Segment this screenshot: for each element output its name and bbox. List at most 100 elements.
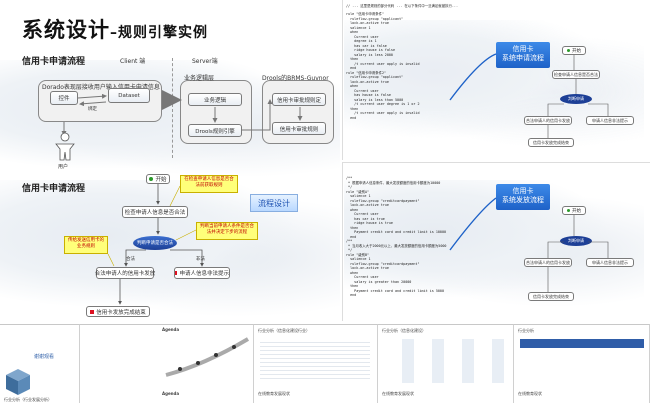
rt-illegal-node: 申请人信息非法提示: [586, 116, 634, 125]
rt-code-line: ridge house is false: [346, 48, 395, 52]
rt-code-line: salary is less than 5000: [346, 97, 404, 102]
rb-flow-arrows: [449, 197, 609, 292]
rb-code-line: salience 1: [346, 194, 371, 198]
thumbnail-4-title: 行业分析（信息化建设）: [382, 328, 426, 333]
rt-code-line: end: [346, 66, 357, 70]
rb-code-line: * 当月收入大于2000元以上，最大发放额度的信用卡额度为5000: [346, 243, 447, 248]
page-subtitle: –规则引擎实例: [110, 25, 208, 41]
rt-code-line: rule "信用卡申请条件": [346, 12, 385, 16]
flow-design-label: 流程设计: [250, 194, 298, 212]
rb-start-node: 开始: [562, 206, 586, 215]
rt-code-line: salary is less 2000: [346, 52, 393, 57]
rb-code-line: ruleflow-group "creditcardpayment": [346, 261, 420, 266]
rt-code-line: Current user: [346, 88, 379, 93]
rt-code-line: has car is false: [346, 43, 387, 48]
rb-code-line: then: [346, 284, 359, 288]
architecture-arrows: [61, 90, 303, 136]
right-bottom-code: /** * 根据申请人信息条件，最大发放额度的信用卡额度为10000 */rul…: [346, 176, 446, 298]
check-node: 检查申请人信息是否合法: [122, 206, 188, 218]
rt-code-line: when: [346, 84, 359, 88]
cube-graphic-icon: [6, 369, 30, 395]
illegal-action-label: 申请人信息非法提示: [179, 271, 229, 277]
client-label: Client 端: [120, 58, 146, 65]
rt-code-line: salience 1: [346, 25, 371, 30]
rb-code-line: end: [346, 293, 357, 297]
right-top-code: rule "信用卡申请条件" ruleflow-group "applicant…: [346, 12, 420, 120]
rb-code-line: when: [346, 270, 359, 275]
rt-code-line: /t current user apply is invalid: [346, 61, 420, 66]
rt-code-line: then: [346, 106, 359, 111]
illegal-action-node: 申请人信息非法提示: [174, 267, 230, 279]
right-top-title-box: 信用卡 系统申请流程: [496, 42, 550, 68]
note-judge-rules: 判断当前申请人条件是否合法并决定下步的流程: [196, 222, 258, 240]
rb-code-line: lock-on-active true: [346, 266, 389, 270]
rb-code-line: */: [346, 185, 353, 189]
rt-code-line: then: [346, 57, 359, 61]
rt-check-node: 检查申请人信息是否合法: [552, 70, 600, 79]
rb-start-label: 开始: [572, 208, 581, 214]
user-figure-icon: [55, 132, 75, 161]
rb-code-line: Payment credit card and credit limit is …: [346, 288, 444, 293]
thumbnail-2[interactable]: Agenda Agenda: [80, 324, 254, 403]
section1-heading: 信用卡申请流程: [22, 57, 86, 67]
start-icon: [149, 177, 154, 181]
rt-code-line: lock-on-active true: [346, 79, 389, 84]
rt-code-line: has house is false: [346, 93, 391, 97]
rt-code-line: lock-on-active true: [346, 21, 389, 25]
rt-start-node: 开始: [562, 46, 586, 55]
rt-code-line: /t current user degree is 1 or 2: [346, 102, 420, 106]
legal-action-node: 合法申请人的信用卡发放: [95, 267, 155, 279]
rb-code-line: Payment credit card and credit limit is …: [346, 230, 447, 234]
note-payment-rules: 传给发送信用卡的业务规则: [64, 236, 108, 254]
start-node: 开始: [146, 174, 170, 184]
illegal-label: 非法: [196, 257, 205, 262]
thumbnail-3[interactable]: 行业分析（信息化建设行业） 在线教育发展现状: [254, 324, 378, 403]
thumbnail-1[interactable]: 谢谢观看 行业分析（行业发展分析）: [0, 324, 80, 403]
right-bottom-map: [344, 180, 644, 310]
thumbnail-5-table: [520, 339, 644, 383]
rule-box: 信用卡审批规则: [272, 122, 326, 135]
rt-code-line: end: [346, 115, 357, 120]
end-icon: [90, 309, 95, 314]
user-label: 用户: [58, 164, 69, 170]
rt-start-label: 开始: [572, 48, 581, 54]
rt-code-line: Current user: [346, 34, 379, 39]
rt-flow-arrows: [449, 53, 609, 138]
rb-start-icon: [567, 209, 570, 212]
legal-label: 合法: [126, 257, 135, 262]
start-label: 开始: [155, 177, 167, 183]
thumbnail-5b-title: 在线教育现状: [518, 391, 542, 396]
rt-code-line: /t current user apply is invalid: [346, 111, 420, 115]
thumbnail-3b-title: 在线教育发展现状: [258, 391, 290, 396]
dorado-panel-title: Dorado表现层接收用户输入信用卡申请信息: [42, 84, 160, 91]
thumbnail-2b-title: Agenda: [162, 391, 180, 396]
end-label: 信用卡发放完成结束: [96, 309, 146, 316]
thumbnail-4[interactable]: 行业分析（信息化建设） 在线教育发展现状: [378, 324, 514, 403]
right-top-map: [344, 20, 644, 150]
rb-code-line: ruleflow-group "creditcardpayment": [346, 198, 420, 203]
rt-code-line: rule "信用卡申请条件2": [346, 70, 387, 75]
right-top-code-header: // ... 这里是规则的部分代码 ... 在以下条件中一旦满足就被执行...: [346, 4, 458, 8]
rb-illegal-node: 申请人信息非法提示: [586, 258, 634, 267]
rb-code-line: rule "级别B": [346, 252, 370, 257]
rb-code-line: has car is true: [346, 216, 385, 221]
rt-end-node: 信用卡发放完成结束: [528, 138, 574, 147]
thumbnail-2-title: Agenda: [162, 327, 180, 332]
end-node: 信用卡发放完成结束: [86, 306, 150, 317]
rb-code-line: /**: [346, 176, 353, 180]
rb-code-line: when: [346, 207, 359, 212]
illegal-icon: [175, 271, 178, 275]
flow-arrows: [107, 184, 204, 305]
decide-node: 判断申请是否合法: [133, 236, 177, 250]
rule-define-box: 信用卡审批规则定: [272, 93, 326, 106]
rb-code-line: rule "级别A": [346, 189, 370, 194]
thumbnail-1-caption: 谢谢观看: [34, 354, 55, 360]
thumbnail-5-title: 行业分析: [518, 328, 534, 333]
thumbnail-5[interactable]: 行业分析 在线教育现状: [514, 324, 650, 403]
rb-code-line: /**: [346, 239, 353, 243]
page-title: 系统设计–规则引擎实例: [22, 18, 208, 42]
thumbnail-3-title: 行业分析（信息化建设行业）: [258, 328, 310, 333]
section2-heading: 信用卡申请流程: [22, 184, 86, 194]
rb-code-line: salience 1: [346, 257, 371, 261]
rb-code-line: then: [346, 225, 359, 230]
